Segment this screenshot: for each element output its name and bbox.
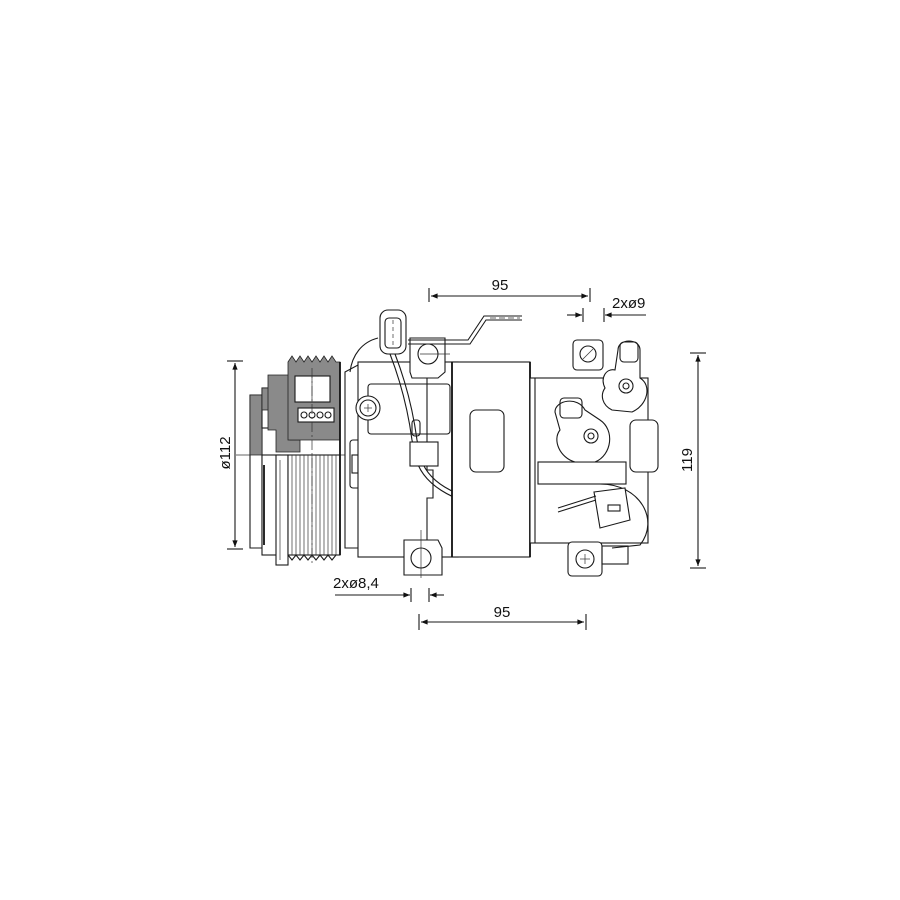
top-mounting-ear	[408, 315, 522, 379]
dimension-label: ø112	[217, 436, 234, 469]
dimension-label: 2xø8,4	[333, 575, 379, 592]
dimension-bottom-span: 95	[418, 604, 587, 630]
pulley-clutch-assembly	[249, 355, 341, 566]
dimension-top-span: 95	[428, 277, 591, 302]
bottom-rear-ear	[567, 541, 629, 577]
dimension-label: 2xø9	[612, 295, 645, 312]
dimension-top-hole: 2xø9	[567, 295, 646, 322]
top-port-flange	[572, 339, 648, 413]
dimension-label: 95	[494, 604, 511, 621]
dimension-bottom-hole: 2xø8,4	[333, 575, 444, 602]
dimension-label: 95	[492, 277, 509, 294]
dimension-label: 119	[679, 448, 696, 472]
rear-connector	[557, 483, 649, 549]
dimension-right-height: 119	[679, 352, 706, 569]
top-connector	[379, 309, 407, 355]
bottom-port-flange	[554, 397, 611, 463]
bottom-mounting-ear	[403, 530, 443, 578]
cylinder-body	[451, 361, 531, 558]
dimension-left-diameter: ø112	[217, 360, 243, 550]
